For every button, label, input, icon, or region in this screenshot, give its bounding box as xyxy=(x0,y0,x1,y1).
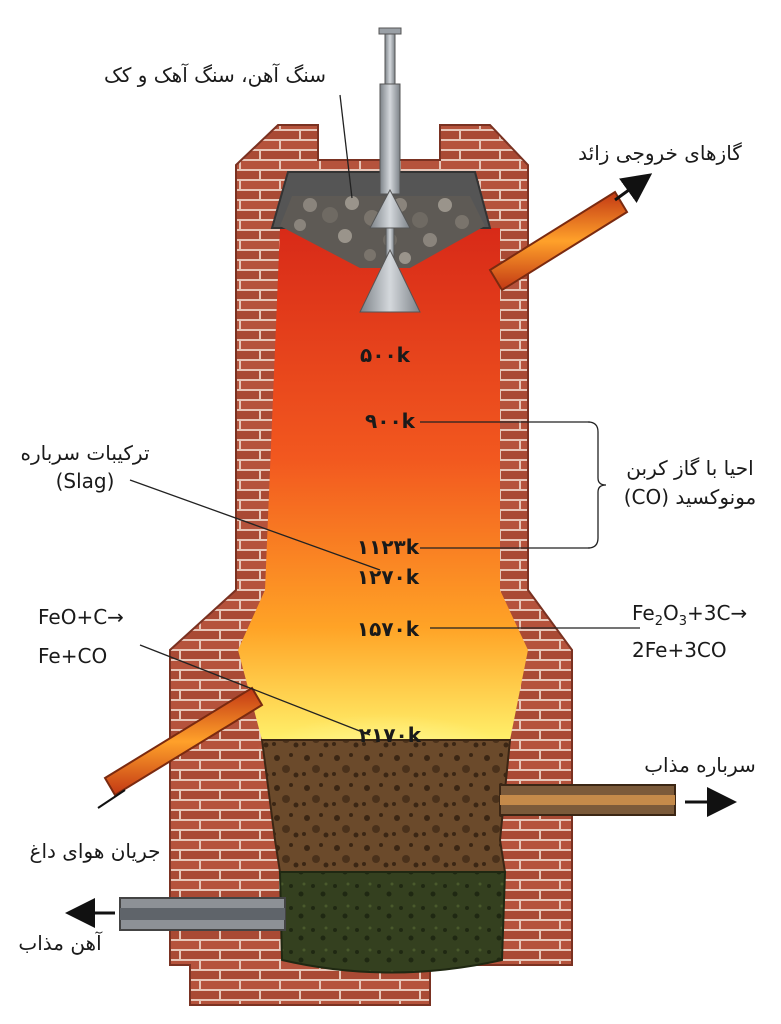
charging-bell xyxy=(359,27,421,313)
hot-air-pipe xyxy=(97,686,264,809)
temperature-900: ۹۰۰k xyxy=(365,409,416,433)
temperature-1570: ۱۵۷۰k xyxy=(357,617,420,641)
exhaust-label: گازهای خروجی زائد xyxy=(578,141,742,165)
slag-components-label-line2: (Slag) xyxy=(55,469,115,493)
furnace-chamber xyxy=(238,228,528,740)
fe2o3-part3: +3C→ xyxy=(687,601,748,625)
reduction-label-line2: مونوکسید (CO) xyxy=(623,485,757,509)
fe2o3-sub2: 3 xyxy=(678,614,688,629)
temperature-1123: ۱۱۲۳k xyxy=(357,535,420,559)
charge-label: سنگ آهن، سنگ آهک و کک xyxy=(103,63,327,87)
feo-reaction-line2: Fe+CO xyxy=(38,644,108,668)
molten-iron-label: آهن مذاب xyxy=(18,931,102,955)
temperature-1270: ۱۲۷۰k xyxy=(357,565,420,589)
fe2o3-reaction-line1: Fe2O3+3C→ xyxy=(632,600,747,635)
fe2o3-part2: O xyxy=(663,601,679,625)
iron-outlet xyxy=(65,897,286,931)
slag-components-label-line1: ترکیبات سرباره xyxy=(20,441,150,465)
molten-slag-label: سرباره مذاب xyxy=(644,753,756,777)
slag-layer xyxy=(260,739,512,873)
temperature-2170: ۲۱۷۰k xyxy=(359,723,422,747)
hot-air-label: جریان هوای داغ xyxy=(29,839,161,863)
molten-iron-layer xyxy=(278,871,507,974)
ore-pile xyxy=(280,196,485,268)
slag-outlet xyxy=(499,784,737,817)
reduction-label-line1: احیا با گاز کربن xyxy=(626,456,754,480)
leader-lines xyxy=(129,94,640,736)
fe2o3-sub1: 2 xyxy=(654,614,663,629)
fe2o3-part1: Fe xyxy=(632,601,655,625)
fe2o3-reaction-line2: 2Fe+3CO xyxy=(632,638,727,662)
exhaust-pipe xyxy=(488,173,653,292)
temperature-500: ۵۰۰k xyxy=(360,343,411,367)
feo-reaction-line1: FeO+C→ xyxy=(38,605,124,629)
